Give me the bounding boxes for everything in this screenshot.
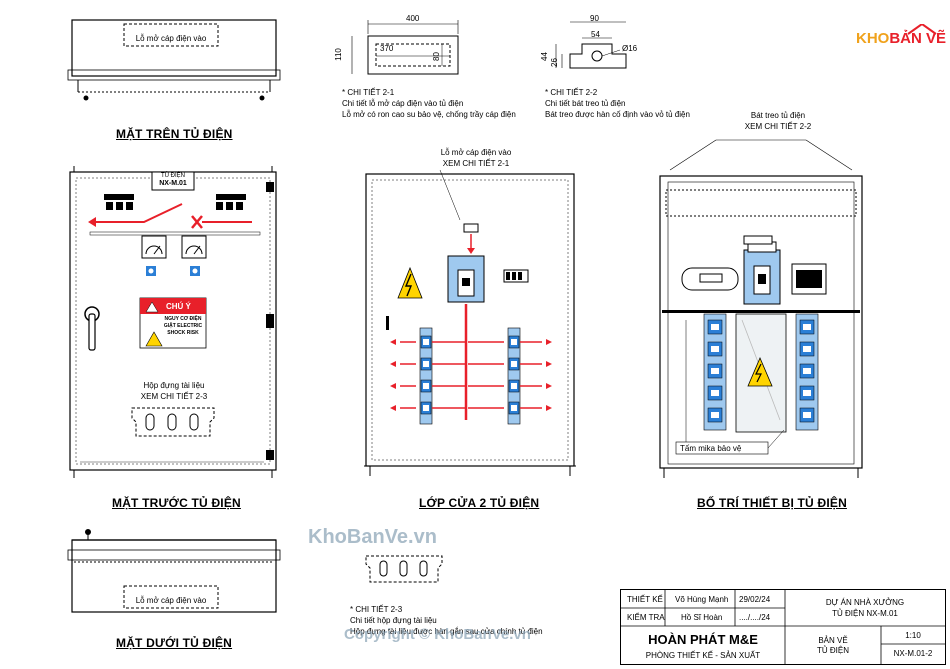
mica-label: Tấm mika bảo vệ (680, 444, 742, 453)
watermark-main: KhoBanVe.vn (308, 526, 437, 548)
top-view-title: MẶT TRÊN TỦ ĐIỆN (116, 127, 233, 141)
detail-2-3-notes: * CHI TIẾT 2-3 Chi tiết hộp đựng tài liệ… (350, 604, 560, 637)
thiet-ke-label: THIẾT KẾ (627, 595, 663, 604)
thiet-ke-name: Võ Hùng Mạnh (675, 595, 729, 604)
doc-holder-line2: XEM CHI TIẾT 2-3 (140, 392, 208, 401)
bottom-view (66, 524, 282, 624)
kiem-tra-date: ..../..../24 (739, 613, 771, 622)
door-note-line2: XEM CHI TIẾT 2-1 (442, 159, 510, 168)
kiem-tra-label: KIỂM TRA (627, 613, 665, 622)
kiem-tra-name: Hồ Sĩ Hoàn (681, 613, 723, 622)
detail-2-3-line1: Chi tiết hộp đựng tài liệu (350, 616, 437, 625)
layout-note-line2: XEM CHI TIẾT 2-2 (744, 122, 812, 131)
front-view: TỦ ĐIỆN NX-M.01 CHÚ Ý NGUY CƠ ĐIỆN GIẬT … (66, 162, 282, 482)
logo-roof-icon (907, 22, 937, 35)
detail-2-1-title: * CHI TIẾT 2-1 (342, 88, 395, 97)
dim-54: 54 (591, 30, 600, 39)
drawing-name: TỦ ĐIỆN (817, 646, 849, 655)
detail-2-2-title: * CHI TIẾT 2-2 (545, 88, 598, 97)
dim-370: 370 (380, 44, 394, 53)
detail-2-2-line1: Chi tiết bát treo tủ điện (545, 99, 626, 108)
drawing-label: BẢN VẼ (818, 636, 848, 645)
door-view (360, 159, 580, 482)
front-header-label: TỦ ĐIỆN (161, 173, 185, 179)
layout-note-line1: Bát treo tủ điện (750, 111, 806, 120)
watermark-copyright: Copyright © KhoBanVe.vn (344, 626, 531, 643)
warning-text: NGUY CƠ ĐIỆN GIẬT ELECTRIC SHOCK RISK (163, 316, 203, 336)
sheet-number: NX-M.01-2 (893, 649, 933, 658)
door-top-note: Lỗ mở cáp điện vào XEM CHI TIẾT 2-1 (416, 147, 536, 169)
detail-2-3-title: * CHI TIẾT 2-3 (350, 605, 403, 614)
dim-26: 26 (549, 58, 559, 67)
logo-banve: BẢN VẼ (889, 30, 947, 47)
front-view-title: MẶT TRƯỚC TỦ ĐIỆN (112, 496, 241, 510)
top-view: Lỗ mở cáp điện vào (66, 14, 282, 114)
doc-holder-label: Hộp đựng tài liệu XEM CHI TIẾT 2-3 (124, 380, 224, 402)
logo-kho: KHO (856, 30, 890, 47)
dim-44: 44 (539, 52, 549, 61)
layout-top-note: Bát treo tủ điện XEM CHI TIẾT 2-2 (718, 110, 838, 132)
company-name: HOÀN PHÁT M&E (648, 632, 758, 647)
detail-2-1-line1: Chi tiết lỗ mở cáp điện vào tủ điện (342, 99, 464, 108)
layout-view-title: BỐ TRÍ THIẾT BỊ TỦ ĐIỆN (697, 496, 847, 510)
dim-80: 80 (431, 52, 441, 61)
bottom-cable-hole-label: Lỗ mở cáp điện vào (135, 596, 207, 605)
top-cable-hole-label: Lỗ mở cáp điện vào (135, 34, 207, 43)
dim-hole: Ø16 (622, 44, 638, 53)
dim-400: 400 (406, 14, 420, 23)
title-block: THIẾT KẾ Võ Hùng Mạnh 29/02/24 KIỂM TRA … (620, 589, 946, 665)
door-note-line1: Lỗ mở cáp điện vào (440, 148, 512, 157)
dim-90: 90 (590, 14, 599, 23)
detail-2-1-drawing: 400 370 110 80 (334, 14, 488, 84)
warning-title: CHÚ Ý (166, 302, 191, 311)
front-code-label: NX-M.01 (159, 180, 187, 187)
department-name: PHÒNG THIẾT KẾ - SẢN XUẤT (645, 651, 761, 660)
door-view-title: LỚP CỬA 2 TỦ ĐIỆN (419, 496, 540, 510)
scale-value: 1:10 (905, 631, 921, 640)
khobanve-logo: KHOBẢN VẼ (856, 22, 946, 50)
thiet-ke-date: 29/02/24 (739, 595, 771, 604)
bottom-view-title: MẶT DƯỚI TỦ ĐIỆN (116, 636, 233, 650)
doc-holder-line1: Hộp đựng tài liệu (143, 381, 205, 390)
project-line1: DỰ ÁN NHÀ XƯỞNG (825, 598, 905, 607)
detail-2-1-line2: Lỗ mở có ron cao su bảo vệ, chống trầy c… (342, 110, 516, 119)
detail-2-1-notes: * CHI TIẾT 2-1 Chi tiết lỗ mở cáp điện v… (342, 87, 542, 120)
detail-2-3-line2: Hộp đựng tài liệu được hàn gắn sau cửa c… (350, 627, 543, 636)
project-line2: TỦ ĐIỆN NX-M.01 (832, 609, 898, 618)
detail-2-2-notes: * CHI TIẾT 2-2 Chi tiết bát treo tủ điện… (545, 87, 725, 120)
layout-view: Tấm mika bảo vệ (656, 130, 866, 486)
dim-110: 110 (333, 48, 343, 61)
detail-2-2-drawing: 90 54 44 26 Ø16 (534, 14, 644, 84)
detail-2-3-drawing (364, 554, 444, 584)
detail-2-2-line2: Bát treo được hàn cố định vào vỏ tủ điện (545, 110, 690, 119)
